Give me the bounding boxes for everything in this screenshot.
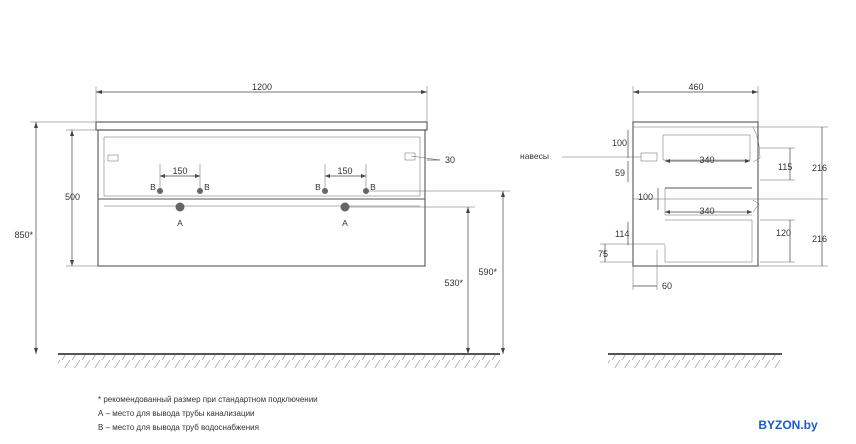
left-hinge-icon [107,154,119,162]
label-b-left-2: B [204,182,210,192]
dim-120: 120 [776,228,791,238]
dim-height-590: 590* [478,267,497,277]
dim-115: 115 [778,162,792,172]
note-b: В – место для вывода труб водоснабжения [98,423,259,432]
water-outlet-b-left-1 [157,188,163,194]
dim-spacing-right-150: 150 [337,166,352,176]
front-countertop [95,121,428,131]
dim-60: 60 [662,281,672,291]
brand-logo: BYZON.by [758,418,818,432]
dim-216-bottom: 216 [812,234,827,244]
hinges-label: навесы [520,151,549,161]
note-a: А – место для вывода трубы канализации [98,409,255,418]
water-outlet-b-left-2 [197,188,203,194]
drain-outlet-a-left [175,202,185,212]
legend-notes: * рекомендованный размер при стандартном… [98,395,318,432]
label-a-left: A [177,218,183,228]
label-b-left-1: B [150,182,156,192]
dim-340-bottom: 340 [699,206,714,216]
water-outlet-b-right-1 [322,188,328,194]
dim-top-gap-30: 30 [445,155,455,165]
label-a-right: A [342,218,348,228]
dim-100-mid: 100 [638,192,653,202]
dim-100-top: 100 [612,138,627,148]
dim-height-530: 530* [444,278,463,288]
note-asterisk: * рекомендованный размер при стандартном… [98,395,318,404]
side-hinge-icon [640,152,658,162]
label-b-right-2: B [370,182,376,192]
dim-width-1200: 1200 [252,82,272,92]
side-cabinet-body [632,121,759,267]
dim-depth-460: 460 [688,82,703,92]
dim-340-top: 340 [699,155,714,165]
dim-59: 59 [615,168,625,178]
dim-216-top: 216 [812,163,827,173]
front-floor-hatch [58,355,500,368]
dim-height-500: 500 [65,192,80,202]
dim-75: 75 [598,249,608,259]
label-b-right-1: B [315,182,321,192]
side-view: навесы 460 100 59 340 115 216 100 [520,82,828,368]
dim-height-850: 850* [14,230,33,240]
dim-114: 114 [615,229,629,239]
side-floor-hatch [608,355,782,368]
front-cabinet-body [97,129,426,267]
dim-spacing-left-150: 150 [172,166,187,176]
front-view: 1200 850* 500 30 150 B B A [14,82,510,368]
